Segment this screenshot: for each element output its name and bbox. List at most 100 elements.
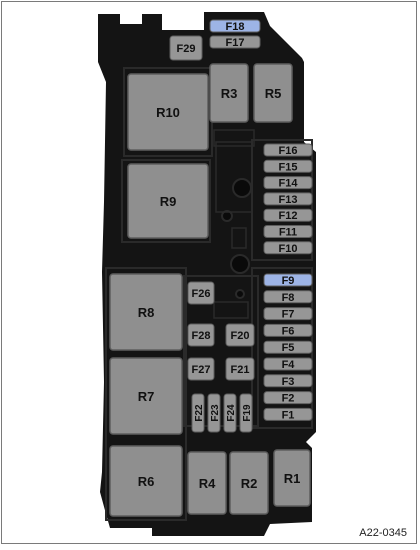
fuse-f21-body: [225, 357, 255, 381]
fuse-f26-label: F26: [192, 288, 211, 300]
fuse-f20-body: [225, 323, 255, 347]
relay-r1: R1: [273, 449, 311, 507]
fuse-f12-label: F12: [279, 210, 298, 222]
fuse-f10-label: F10: [279, 243, 298, 255]
housing-details: [105, 67, 313, 521]
fuse-f22: F22: [191, 393, 205, 433]
relay-r6-label: R6: [138, 474, 155, 489]
fuse-f9: F9: [263, 273, 313, 287]
relay-r7-label: R7: [138, 389, 155, 404]
figure-reference: A22-0345: [356, 527, 410, 539]
fuse-f5: F5: [263, 340, 313, 354]
relay-r9: R9: [127, 163, 209, 239]
relay-r2-body: [229, 451, 269, 515]
fuse-f6-body: [263, 323, 313, 337]
relay-r5-body: [253, 63, 293, 123]
relay-r2: R2: [229, 451, 269, 515]
fuse-f27-body: [187, 357, 215, 381]
relay-r8-label: R8: [138, 305, 155, 320]
relay-r4-body: [187, 451, 227, 515]
relay-r3-body: [209, 63, 249, 123]
fuse-f28-label: F28: [192, 330, 211, 342]
fuse-f13: F13: [263, 192, 313, 206]
fuse-f11-label: F11: [279, 227, 297, 239]
relay-r8-body: [109, 273, 183, 351]
fuse-f2-label: F2: [282, 393, 295, 405]
fuse-f6: F6: [263, 323, 313, 337]
fuse-f23-label: F23: [210, 404, 221, 422]
fuse-f29: F29: [169, 35, 203, 61]
fuse-f12: F12: [263, 208, 313, 222]
fuse-f18-body: [209, 19, 261, 33]
fuse-f15-label: F15: [279, 161, 298, 173]
fuse-f19-body: [239, 393, 253, 433]
fuse-f3-body: [263, 374, 313, 388]
fuse-f12-body: [263, 208, 313, 222]
fuse-f9-body: [263, 273, 313, 287]
fuse-f2: F2: [263, 391, 313, 405]
fuse-f3-label: F3: [282, 376, 295, 388]
fuse-f1-label: F1: [282, 409, 295, 421]
fuse-f22-label: F22: [194, 404, 205, 422]
fuse-f10-body: [263, 241, 313, 255]
relay-r4: R4: [187, 451, 227, 515]
fuse-f26: F26: [187, 281, 215, 305]
fuse-f15: F15: [263, 159, 313, 173]
fuse-f2-body: [263, 391, 313, 405]
fuse-f15-body: [263, 159, 313, 173]
fuse-f29-body: [169, 35, 203, 61]
fuse-f21: F21: [225, 357, 255, 381]
fuse-f18: F18: [209, 19, 261, 33]
fuse-f16-label: F16: [279, 145, 298, 157]
fuse-f19-label: F19: [242, 404, 253, 422]
fuse-f28-body: [187, 323, 215, 347]
fuse-f28: F28: [187, 323, 215, 347]
fuse-f16: F16: [263, 143, 313, 157]
relay-r7: R7: [109, 357, 183, 435]
relay-r10: R10: [127, 73, 209, 151]
relay-r9-label: R9: [160, 194, 177, 209]
fuse-f21-label: F21: [231, 364, 250, 376]
fuse-f24-body: [223, 393, 237, 433]
relay-r4-label: R4: [199, 476, 216, 491]
fuse-f13-body: [263, 192, 313, 206]
relay-r3-label: R3: [221, 86, 238, 101]
fuse-f20: F20: [225, 323, 255, 347]
fuse-f22-body: [191, 393, 205, 433]
relay-r8: R8: [109, 273, 183, 351]
fuse-f7-label: F7: [282, 309, 295, 321]
fuse-f11-body: [263, 225, 313, 238]
fuse-f8: F8: [263, 290, 313, 304]
relay-r7-body: [109, 357, 183, 435]
fuse-f4-body: [263, 357, 313, 371]
fuse-f9-label: F9: [282, 275, 295, 287]
fuse-f26-body: [187, 281, 215, 305]
fuse-f7: F7: [263, 307, 313, 321]
fuse-f17-body: [209, 35, 261, 49]
fuse-f8-body: [263, 290, 313, 304]
fuse-f4-label: F4: [282, 359, 296, 371]
fuse-f16-body: [263, 143, 313, 157]
fuse-f11: F11: [263, 225, 313, 239]
relay-r1-body: [273, 449, 311, 507]
relay-r10-label: R10: [156, 105, 180, 120]
fuse-f1-body: [263, 407, 313, 421]
relay-r1-label: R1: [284, 471, 301, 486]
fuse-f27-label: F27: [192, 364, 211, 376]
fuse-f1: F1: [263, 407, 313, 421]
fuse-f4: F4: [263, 357, 313, 371]
fuse-f14: F14: [263, 176, 313, 190]
relay-r5: R5: [253, 63, 293, 123]
fuse-f7-body: [263, 307, 313, 321]
fuse-f27: F27: [187, 357, 215, 381]
relay-r6-body: [109, 445, 183, 517]
fuse-f23-body: [207, 393, 221, 433]
fuse-f19: F19: [239, 393, 253, 433]
fuses-layer: F18F17F29F16F15F14F13F12F11F10F9F8F7F6F5…: [169, 19, 313, 433]
fuse-f14-label: F14: [279, 178, 299, 190]
fuse-f13-label: F13: [279, 194, 298, 206]
fuse-f5-label: F5: [282, 342, 295, 354]
